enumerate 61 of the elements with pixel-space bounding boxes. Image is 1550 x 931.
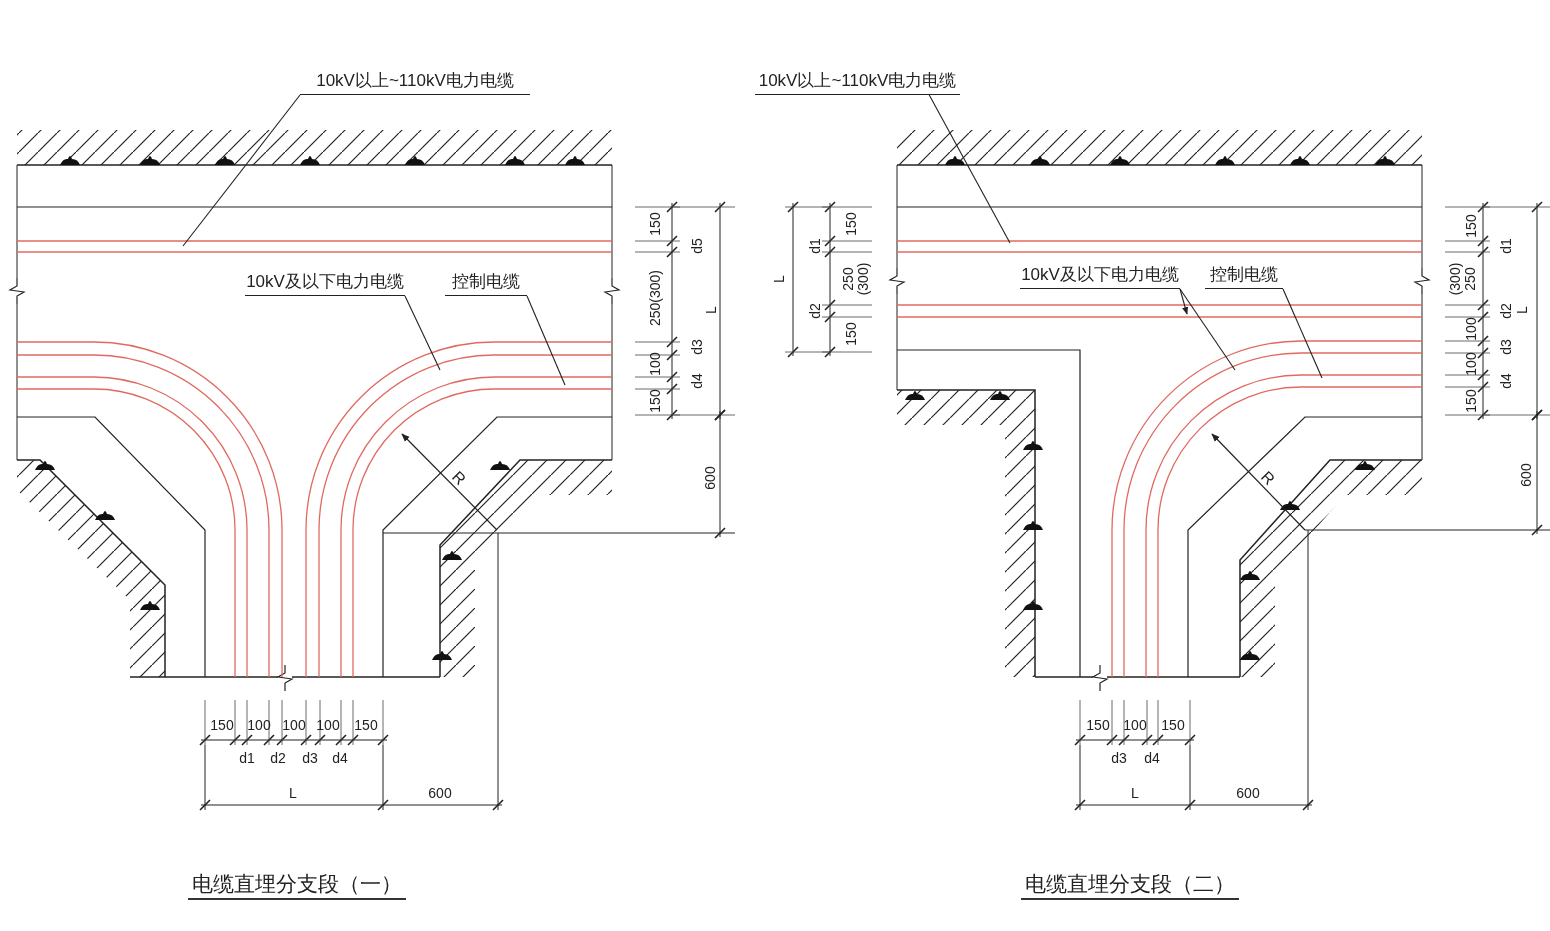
dimension-text: d3	[1498, 339, 1514, 355]
dimension-text: d3	[302, 750, 318, 766]
dimension-text: 600	[1236, 785, 1260, 801]
dimension-text: d3	[689, 339, 705, 355]
leader-line	[1179, 288, 1236, 371]
dimension-text: d2	[1498, 303, 1514, 319]
dimension-text: 250(300)	[647, 270, 663, 326]
figure-caption: 电缆直埋分支段（二）	[1021, 870, 1239, 900]
dimension-text: d1	[1498, 238, 1514, 254]
leader-line	[928, 94, 1011, 244]
leader-line	[404, 295, 441, 371]
dimension-text: L	[771, 275, 787, 283]
dimension-text: d1	[239, 750, 255, 766]
dimension-text: L	[1514, 306, 1530, 314]
dimension-text: 150	[1161, 717, 1185, 733]
dimension-text: 600	[702, 466, 718, 490]
dimension-text: 150	[354, 717, 378, 733]
dimension-text: L	[1131, 785, 1139, 801]
dimension-text: 150	[1463, 389, 1479, 413]
dimension-text: 250 (300)	[841, 261, 871, 298]
cable-label: 10kV及以下电力电缆	[245, 270, 405, 296]
dimension-text: d3	[1111, 750, 1127, 766]
dimension-text: d2	[807, 303, 823, 319]
cable-label: 10kV以上~110kV电力电缆	[755, 69, 960, 95]
dimension-text: d4	[1144, 750, 1160, 766]
dimension-text: (300) 250	[1448, 261, 1478, 298]
leader-line	[1282, 288, 1323, 379]
dimension-text: d1	[807, 238, 823, 254]
dimension-text: 150	[1463, 214, 1479, 238]
figure-caption: 电缆直埋分支段（一）	[188, 870, 406, 900]
dimension-text: 150	[647, 212, 663, 236]
dimension-text: d5	[689, 238, 705, 254]
dimension-text: R	[449, 468, 469, 488]
dimension-text: 100	[316, 717, 340, 733]
dimension-text: L	[289, 785, 297, 801]
cable-label: 10kV以上~110kV电力电缆	[300, 69, 530, 95]
dimension-text: d4	[689, 373, 705, 389]
dimension-text: 100	[1463, 352, 1479, 376]
leader-line	[182, 94, 301, 247]
cable-label: 控制电缆	[1205, 263, 1283, 289]
dimension-text: R	[1258, 468, 1278, 488]
dimension-text: 150	[647, 389, 663, 413]
dimension-text: 150	[843, 212, 859, 236]
dimension-text: 150	[843, 322, 859, 346]
dimension-text: 150	[210, 717, 234, 733]
dimension-text: 100	[247, 717, 271, 733]
dimension-text: d2	[270, 750, 286, 766]
dimension-text: 600	[1518, 463, 1534, 487]
dimension-text: L	[703, 306, 719, 314]
dimension-text: d4	[332, 750, 348, 766]
dimension-text: 150	[1086, 717, 1110, 733]
cable-label: 控制电缆	[445, 270, 527, 296]
leader-line	[1179, 288, 1189, 315]
leader-line	[526, 295, 566, 386]
dimension-text: 600	[428, 785, 452, 801]
dimension-text: 100	[647, 352, 663, 376]
dimension-text: 100	[1463, 317, 1479, 341]
cable-label: 10kV及以下电力电缆	[1020, 263, 1180, 289]
dimension-text: 100	[1123, 717, 1147, 733]
dimension-text: 100	[282, 717, 306, 733]
dimension-text: d4	[1498, 373, 1514, 389]
